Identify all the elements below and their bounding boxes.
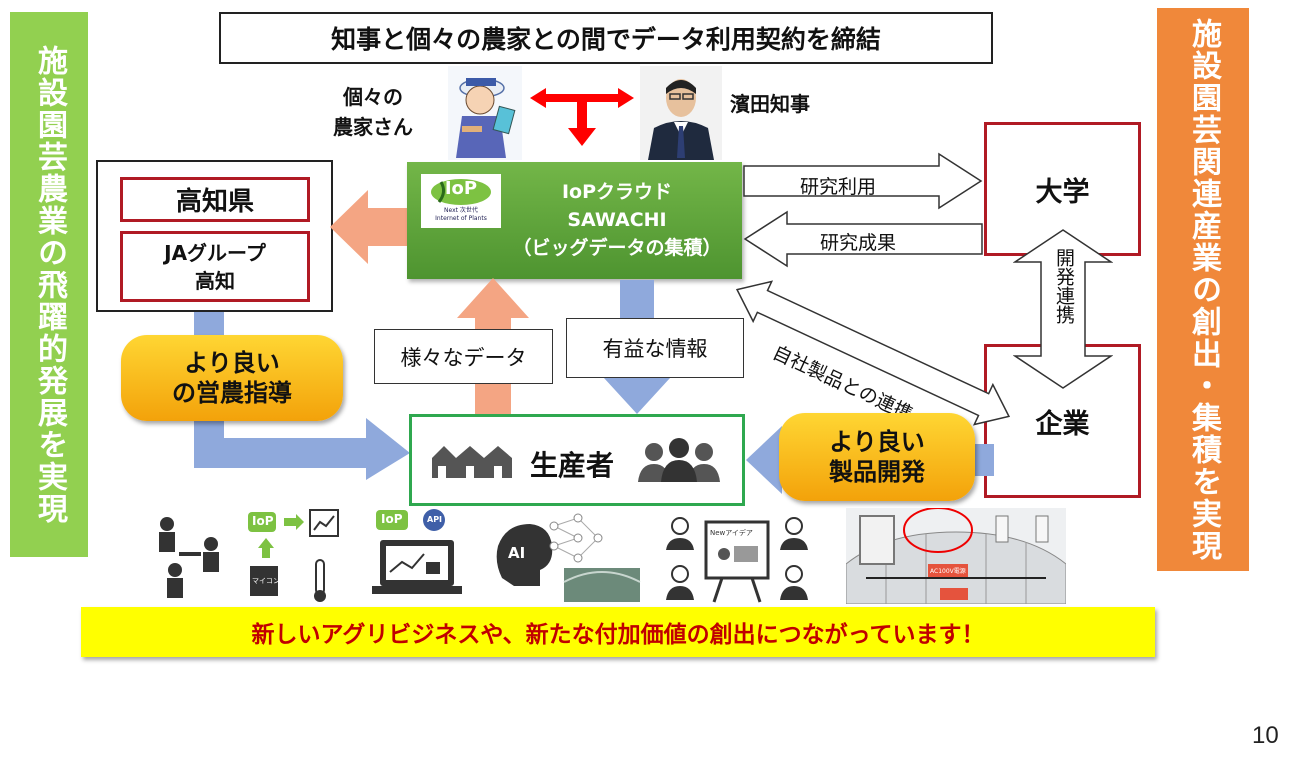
iop-small-text: IoP <box>252 514 274 528</box>
kochi-prefecture: 高知県 <box>120 177 310 222</box>
iop-logo-text: IoP <box>444 178 478 199</box>
data-to-kochi-arrow <box>330 188 410 266</box>
better-products-badge: より良い 製品開発 <box>779 413 975 501</box>
dev-collab-arrow <box>1012 228 1114 390</box>
iop-cloud-title: IoPクラウド SAWACHI （ビッグデータの集積） <box>512 181 722 259</box>
top-title: 知事と個々の農家との間でデータ利用契約を締結 <box>219 12 993 64</box>
better-guidance-text: より良い の営農指導 <box>172 349 292 407</box>
own-products-arrow <box>728 268 1018 438</box>
useful-info-text: 有益な情報 <box>602 337 708 361</box>
greenhouse-icon <box>430 440 522 480</box>
university-label: 大学 <box>1035 176 1090 208</box>
left-banner: 施設園芸農業の飛躍的発展を実現 <box>10 12 88 557</box>
various-data-label: 様々なデータ <box>374 329 553 384</box>
kochi-prefecture-label: 高知県 <box>175 187 254 217</box>
iop-logo: IoP Next 次世代 Internet of Plants <box>421 174 501 228</box>
better-products-text: より良い 製品開発 <box>829 428 925 486</box>
research-results-arrow <box>743 210 983 268</box>
farmer-illustration <box>448 66 522 160</box>
research-results-label: 研究成果 <box>820 232 897 254</box>
research-use-arrow <box>743 152 983 210</box>
left-banner-text: 施設園芸農業の飛躍的発展を実現 <box>32 44 67 525</box>
people-icon <box>636 438 722 482</box>
iop-logo-sub: Next 次世代 Internet of Plants <box>435 207 487 222</box>
iop-cloud-sawachi: IoP Next 次世代 Internet of Plants IoPクラウド … <box>407 162 742 279</box>
top-title-text: 知事と個々の農家との間でデータ利用契約を締結 <box>331 25 881 54</box>
right-banner: 施設園芸関連産業の創出・集積を実現 <box>1157 8 1249 571</box>
microcomputer-text: マイコン <box>252 577 280 585</box>
iop-small-text-2: IoP <box>381 512 403 526</box>
ja-group-label: JAグループ 高知 <box>164 240 266 293</box>
dev-collab-label: 開発連携 <box>1053 248 1075 324</box>
meeting-icon <box>153 514 227 600</box>
various-data-text: 様々なデータ <box>400 345 527 370</box>
governor-photo <box>640 66 722 160</box>
useful-info-label: 有益な情報 <box>566 318 744 378</box>
ja-group-kochi: JAグループ 高知 <box>120 231 310 302</box>
page-number: 10 <box>1252 722 1279 749</box>
farmer-label: 個々の 農家さん <box>333 85 413 139</box>
api-text: API <box>427 515 443 524</box>
ai-text: AI <box>508 544 526 562</box>
guidance-arrow <box>190 312 412 484</box>
api-laptop-icon: IoP API <box>372 506 462 600</box>
company-label: 企業 <box>1035 408 1090 440</box>
research-use-label: 研究利用 <box>800 176 877 198</box>
bottom-banner: 新しいアグリビジネスや、新たな付加価値の創出につながっています！ <box>81 607 1155 657</box>
new-idea-icon: Newアイデア <box>662 510 812 604</box>
ai-icon: AI <box>492 512 642 604</box>
right-banner-text: 施設園芸関連産業の創出・集積を実現 <box>1186 17 1221 562</box>
better-guidance-badge: より良い の営農指導 <box>121 335 343 421</box>
producer-label: 生産者 <box>530 449 615 482</box>
sensor-flow-icon: IoP マイコン <box>244 508 342 604</box>
ac-power-text: AC100V電源 <box>930 568 966 575</box>
new-idea-text: Newアイデア <box>710 529 753 537</box>
governor-label: 濱田知事 <box>730 92 810 116</box>
bottom-banner-text: 新しいアグリビジネスや、新たな付加価値の創出につながっています！ <box>251 622 985 648</box>
contract-arrow <box>530 84 634 150</box>
greenhouse-equipment-image: AC100V電源 <box>845 507 1067 605</box>
